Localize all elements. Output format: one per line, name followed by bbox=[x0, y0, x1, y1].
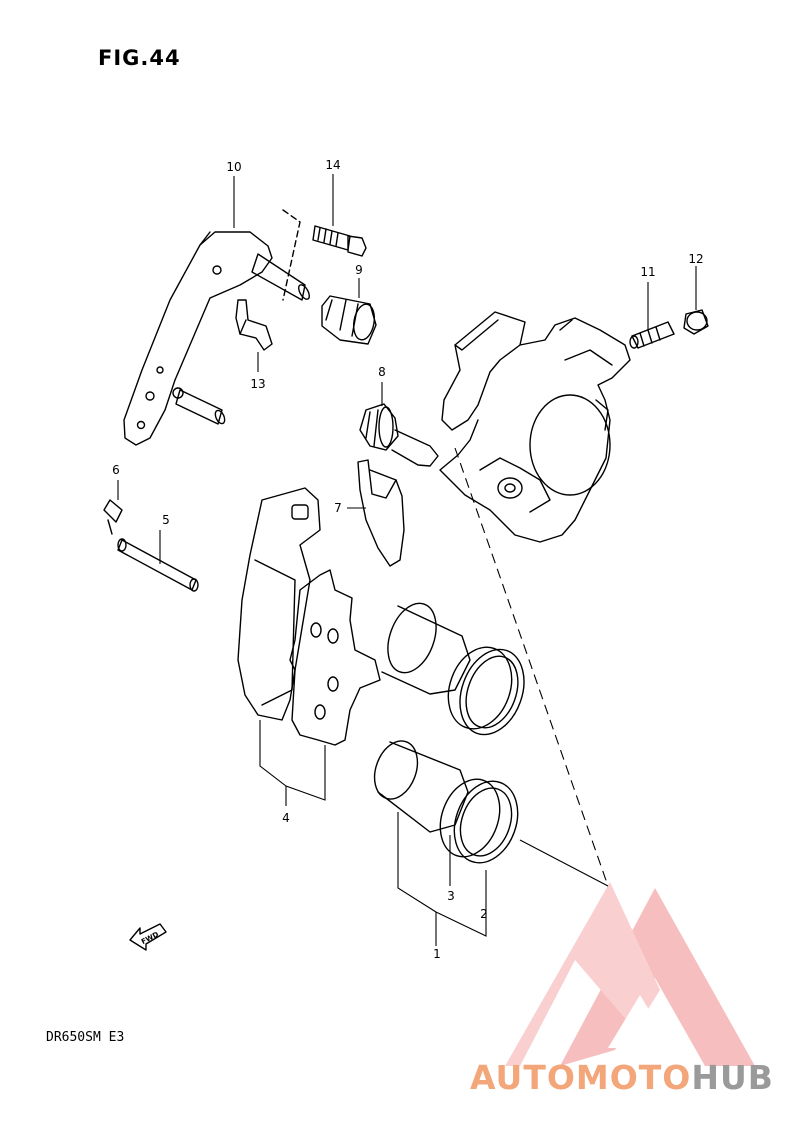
label-part-2: 2 bbox=[480, 907, 488, 921]
cap-part-12 bbox=[683, 309, 709, 335]
pin-part-5 bbox=[117, 538, 199, 592]
watermark-part1: AUTOMOTO bbox=[470, 1058, 692, 1097]
label-part-10: 10 bbox=[226, 160, 241, 174]
pin-part-8 bbox=[359, 403, 439, 467]
watermark-text: AUTOMOTOHUB bbox=[470, 1058, 774, 1097]
model-code: DR650SM E3 bbox=[46, 1030, 125, 1045]
clip-part-7 bbox=[357, 459, 405, 567]
watermark-part2: HUB bbox=[691, 1058, 774, 1097]
label-part-6: 6 bbox=[112, 463, 120, 477]
label-part-14: 14 bbox=[325, 158, 340, 172]
piston-lower bbox=[373, 740, 519, 864]
piston-upper bbox=[381, 602, 525, 736]
leader-lines bbox=[117, 174, 697, 946]
label-part-7: 7 bbox=[334, 501, 342, 515]
label-part-9: 9 bbox=[355, 263, 363, 277]
label-part-12: 12 bbox=[688, 252, 703, 266]
watermark-logo bbox=[505, 882, 755, 1066]
label-part-5: 5 bbox=[162, 513, 170, 527]
fwd-arrow-icon bbox=[129, 923, 167, 951]
label-part-3: 3 bbox=[447, 889, 455, 903]
figure-title: FIG.44 bbox=[98, 46, 181, 70]
bleeder-part-11 bbox=[629, 321, 675, 349]
label-part-1: 1 bbox=[433, 947, 441, 961]
leader-line bbox=[282, 209, 301, 301]
caliper-body bbox=[439, 311, 631, 543]
boot-part-9 bbox=[321, 295, 377, 345]
clip-part-13 bbox=[235, 299, 273, 351]
label-part-13: 13 bbox=[250, 377, 265, 391]
label-part-4: 4 bbox=[282, 811, 290, 825]
label-part-8: 8 bbox=[378, 365, 386, 379]
part-labels: 10 14 9 13 8 7 6 5 11 12 4 3 2 1 FWD bbox=[112, 158, 703, 961]
brake-pads-part-4 bbox=[237, 487, 381, 746]
bolt-part-14 bbox=[312, 225, 367, 257]
bracket-part-10 bbox=[123, 231, 310, 446]
label-part-11: 11 bbox=[640, 265, 655, 279]
clip-part-6 bbox=[103, 499, 123, 535]
